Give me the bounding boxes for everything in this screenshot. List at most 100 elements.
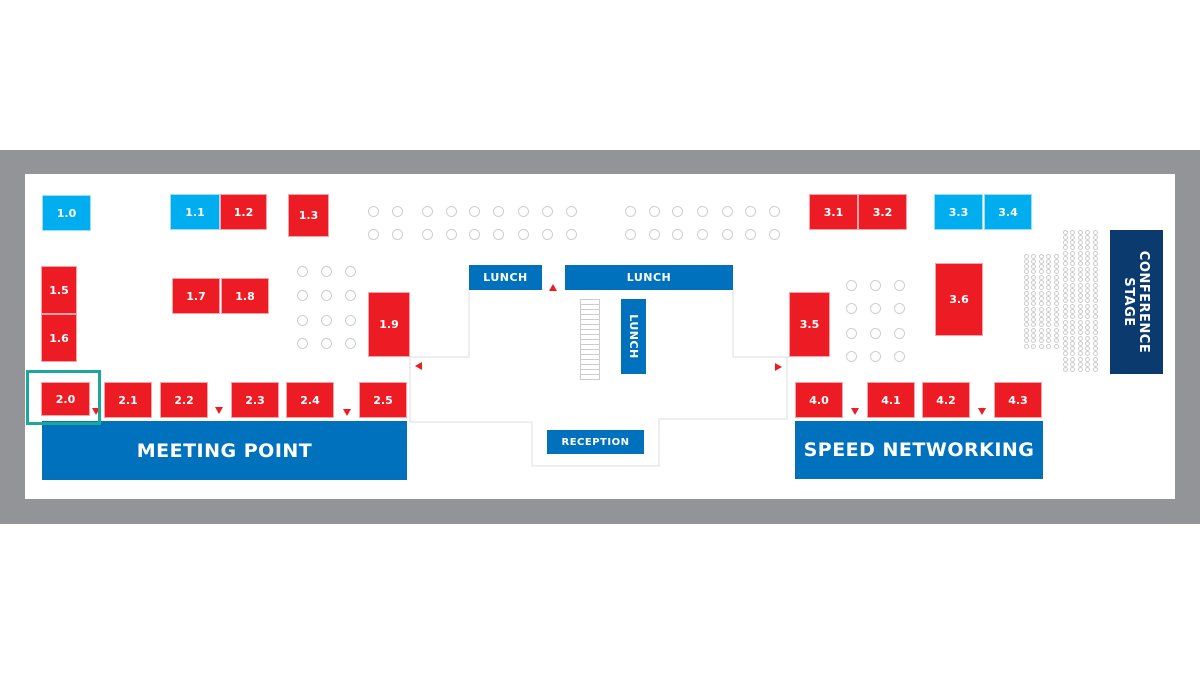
booth-label: 1.0 bbox=[56, 206, 77, 220]
seat-icon bbox=[1062, 234, 1068, 240]
table-icon bbox=[296, 337, 308, 349]
booth-1-1[interactable]: 1.1 bbox=[170, 194, 220, 230]
booth-2-2[interactable]: 2.2 bbox=[160, 382, 208, 418]
seat-icon bbox=[1085, 298, 1090, 304]
seat-icon bbox=[1070, 351, 1075, 357]
seat-icon bbox=[1046, 264, 1051, 270]
lunch-zone-1[interactable]: LUNCH bbox=[469, 265, 542, 290]
seat-icon bbox=[1070, 287, 1075, 293]
seat-icon bbox=[1092, 335, 1098, 341]
seat-icon bbox=[1053, 338, 1059, 344]
booth-4-3[interactable]: 4.3 bbox=[994, 382, 1042, 418]
seat-icon bbox=[1092, 229, 1098, 235]
seat-icon bbox=[1070, 303, 1075, 309]
seat-icon bbox=[1085, 240, 1090, 246]
booth-label: 1.8 bbox=[235, 289, 255, 303]
booth-3-5[interactable]: 3.5 bbox=[789, 292, 830, 357]
table-icon bbox=[565, 205, 577, 217]
booth-1-6[interactable]: 1.6 bbox=[41, 314, 77, 362]
booth-1-7[interactable]: 1.7 bbox=[172, 278, 220, 314]
seat-icon bbox=[1092, 293, 1098, 299]
seat-icon bbox=[1070, 234, 1075, 240]
table-icon bbox=[893, 302, 905, 314]
table-icon bbox=[869, 350, 881, 362]
seat-icon bbox=[1092, 282, 1098, 288]
seat-icon bbox=[1070, 362, 1075, 367]
seat-icon bbox=[1077, 287, 1083, 293]
seat-icon bbox=[1031, 301, 1036, 307]
seat-icon bbox=[1038, 269, 1044, 275]
booth-4-0[interactable]: 4.0 bbox=[795, 382, 843, 418]
seat-icon bbox=[1077, 362, 1083, 367]
entrance-arrow-icon bbox=[92, 408, 100, 415]
seat-icon bbox=[1038, 253, 1044, 259]
table-icon bbox=[492, 205, 504, 217]
booth-2-4[interactable]: 2.4 bbox=[286, 382, 334, 418]
table-icon bbox=[445, 205, 457, 217]
seat-icon bbox=[1092, 261, 1098, 267]
seat-icon bbox=[1053, 285, 1059, 291]
booth-label: 2.5 bbox=[373, 393, 393, 407]
table-icon bbox=[696, 205, 708, 217]
seat-icon bbox=[1038, 333, 1044, 338]
entrance-arrow-icon bbox=[775, 363, 782, 371]
table-icon bbox=[721, 205, 733, 217]
seat-icon bbox=[1062, 335, 1068, 341]
seat-icon bbox=[1092, 362, 1098, 367]
booth-3-6[interactable]: 3.6 bbox=[935, 263, 983, 336]
seat-icon bbox=[1046, 343, 1051, 349]
seat-icon bbox=[1053, 280, 1059, 285]
booth-1-3[interactable]: 1.3 bbox=[288, 194, 329, 237]
booth-2-0[interactable]: 2.0 bbox=[41, 382, 90, 416]
seat-icon bbox=[1092, 277, 1098, 283]
booth-3-2[interactable]: 3.2 bbox=[858, 194, 907, 230]
meeting-point-zone[interactable]: MEETING POINT bbox=[42, 421, 407, 480]
booth-1-9[interactable]: 1.9 bbox=[368, 292, 410, 357]
booth-2-3[interactable]: 2.3 bbox=[231, 382, 279, 418]
booth-label: 1.6 bbox=[49, 331, 69, 345]
seat-icon bbox=[1038, 280, 1044, 285]
seat-icon bbox=[1046, 338, 1051, 344]
booth-3-3[interactable]: 3.3 bbox=[934, 194, 983, 230]
booth-2-5[interactable]: 2.5 bbox=[359, 382, 407, 418]
seat-icon bbox=[1046, 306, 1051, 312]
seat-icon bbox=[1046, 269, 1051, 275]
reception-label: RECEPTION bbox=[561, 436, 630, 448]
booth-1-8[interactable]: 1.8 bbox=[221, 278, 269, 314]
table-icon bbox=[696, 228, 708, 240]
seat-icon bbox=[1092, 256, 1098, 261]
booth-4-1[interactable]: 4.1 bbox=[867, 382, 915, 418]
lunch-label: LUNCH bbox=[483, 271, 528, 284]
seat-icon bbox=[1046, 253, 1051, 259]
seat-icon bbox=[1023, 301, 1029, 307]
seat-icon bbox=[1070, 324, 1075, 330]
seat-icon bbox=[1070, 319, 1075, 325]
booth-4-2[interactable]: 4.2 bbox=[922, 382, 970, 418]
booth-3-4[interactable]: 3.4 bbox=[984, 194, 1032, 230]
entrance-arrow-icon bbox=[549, 284, 557, 291]
seat-icon bbox=[1046, 290, 1051, 296]
table-icon bbox=[624, 205, 636, 217]
seat-icon bbox=[1046, 317, 1051, 323]
speed-networking-zone[interactable]: SPEED NETWORKING bbox=[795, 421, 1043, 479]
seat-icon bbox=[1070, 314, 1075, 320]
lunch-zone-3[interactable]: LUNCH bbox=[621, 299, 646, 374]
booth-2-1[interactable]: 2.1 bbox=[104, 382, 152, 418]
booth-1-2[interactable]: 1.2 bbox=[220, 194, 267, 230]
seat-icon bbox=[1077, 256, 1083, 261]
seat-icon bbox=[1053, 322, 1059, 328]
lunch-zone-2[interactable]: LUNCH bbox=[565, 265, 733, 290]
seat-icon bbox=[1085, 245, 1090, 251]
booth-1-5[interactable]: 1.5 bbox=[41, 266, 77, 314]
seat-icon bbox=[1031, 322, 1036, 328]
seat-icon bbox=[1062, 266, 1068, 272]
reception-zone[interactable]: RECEPTION bbox=[547, 430, 644, 454]
conference-stage[interactable]: CONFERENCE STAGE bbox=[1110, 230, 1163, 374]
seat-icon bbox=[1077, 303, 1083, 309]
seat-icon bbox=[1077, 245, 1083, 251]
booth-1-0[interactable]: 1.0 bbox=[42, 195, 91, 231]
seat-icon bbox=[1077, 266, 1083, 272]
seat-icon bbox=[1038, 264, 1044, 270]
booth-3-1[interactable]: 3.1 bbox=[809, 194, 858, 230]
